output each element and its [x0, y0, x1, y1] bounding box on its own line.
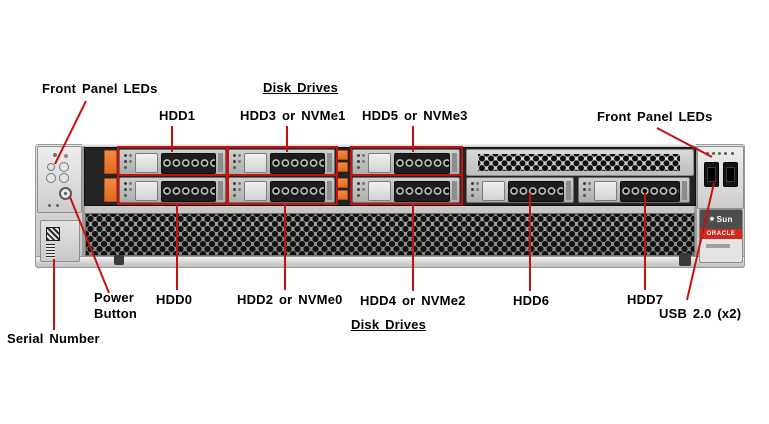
usb-port-icon: [723, 162, 738, 187]
oracle-logo-text: ORACLE: [706, 231, 736, 237]
drive-status-leds: [355, 180, 366, 200]
power-button-icon: [59, 187, 72, 200]
sun-logo: Sun: [700, 210, 742, 229]
highlight-divider: [229, 174, 336, 176]
oracle-logo: ORACLE: [700, 229, 742, 239]
drive-latch-button: [594, 181, 617, 201]
drive-handle-grille: [508, 181, 564, 202]
drive-handle-grille: [270, 153, 325, 174]
ventilation-grille: [85, 213, 695, 256]
orange-slot-label: [104, 150, 117, 174]
drive-handle-grille: [161, 181, 216, 202]
label-front-panel-leds-left: Front Panel LEDs: [42, 81, 158, 96]
drive-latch-button: [482, 181, 505, 201]
label-power-line2: Button: [94, 306, 138, 321]
orange-slot-label: [104, 178, 117, 202]
drive-bay-hdd7: [578, 177, 690, 203]
drive-label-strip: [218, 153, 223, 172]
label-hdd0: HDD0: [156, 292, 193, 307]
drive-filler-panel: [466, 149, 694, 176]
label-hdd1: HDD1: [159, 108, 196, 123]
highlight-box-bays-0-1: [117, 146, 228, 205]
drive-status-leds: [581, 180, 592, 200]
locator-led-icon: [48, 204, 51, 207]
drive-label-strip: [566, 181, 571, 200]
highlight-box-bays-2-3: [227, 146, 338, 205]
drive-bay-hdd0: [119, 177, 226, 203]
brand-badge: Sun ORACLE: [699, 209, 743, 263]
right-rack-ear: [697, 146, 744, 209]
label-front-panel-leds-right: Front Panel LEDs: [597, 109, 713, 124]
drive-latch-button: [368, 181, 391, 201]
usb-port-icon: [704, 162, 719, 187]
orange-slot-label: [337, 178, 348, 188]
label-usb: USB 2.0 (x2): [659, 306, 742, 321]
drive-label-strip: [327, 181, 332, 200]
label-hdd7: HDD7: [627, 292, 664, 307]
label-disk-drives-bottom: Disk Drives: [351, 317, 427, 332]
drive-handle-grille: [161, 153, 216, 174]
label-hdd2: HDD2 or NVMe0: [237, 292, 343, 307]
label-power-button: Power Button: [94, 290, 137, 322]
drive-handle-grille: [270, 181, 325, 202]
highlight-divider: [119, 174, 226, 176]
drive-bay-hdd5-nvme3: [352, 149, 460, 175]
bezel-latch-left: [114, 255, 124, 265]
drive-status-leds: [122, 180, 133, 200]
drive-status-leds: [355, 152, 366, 172]
drive-handle-grille: [394, 181, 450, 202]
filler-vent-holes: [478, 154, 680, 171]
drive-status-leds: [231, 152, 242, 172]
label-power-line1: Power: [94, 290, 135, 305]
qr-code-icon: [46, 227, 60, 241]
drive-latch-button: [135, 153, 158, 173]
chassis-bottom-rail: [35, 256, 745, 268]
drive-bay-hdd4-nvme2: [352, 177, 460, 203]
drive-latch-button: [135, 181, 158, 201]
drive-status-leds: [231, 180, 242, 200]
orange-slot-label: [337, 190, 348, 200]
drive-label-strip: [452, 181, 457, 200]
front-panel-leds-icon: [706, 152, 740, 157]
drive-label-strip: [218, 181, 223, 200]
label-hdd5: HDD5 or NVMe3: [362, 108, 468, 123]
barcode-icon: [46, 244, 55, 258]
highlight-divider: [352, 174, 461, 176]
drive-label-strip: [682, 181, 687, 200]
highlight-box-bays-4-5: [350, 146, 463, 205]
orange-slot-label: [337, 162, 348, 172]
left-rack-ear: [37, 146, 82, 213]
bezel-latch-right: [679, 253, 691, 266]
drive-latch-button: [244, 181, 267, 201]
drive-handle-grille: [394, 153, 450, 174]
label-hdd3: HDD3 or NVMe1: [240, 108, 346, 123]
drive-status-leds: [122, 152, 133, 172]
serial-number-tab: [40, 220, 80, 262]
drive-latch-button: [244, 153, 267, 173]
label-disk-drives-top: Disk Drives: [263, 80, 339, 95]
model-label: [706, 244, 730, 248]
drive-handle-grille: [620, 181, 680, 202]
label-serial-number: Serial Number: [7, 331, 100, 346]
label-hdd6: HDD6: [513, 293, 550, 308]
drive-latch-button: [368, 153, 391, 173]
drive-label-strip: [327, 153, 332, 172]
drive-bay-hdd2-nvme0: [228, 177, 335, 203]
sun-logo-text: Sun: [716, 215, 733, 224]
drive-bay-hdd1: [119, 149, 226, 175]
drive-bay-hdd3-nvme1: [228, 149, 335, 175]
front-panel-leds-icon: [46, 153, 74, 187]
drive-bay-hdd6: [466, 177, 574, 203]
orange-slot-label: [337, 150, 348, 160]
label-hdd4: HDD4 or NVMe2: [360, 293, 466, 308]
drive-label-strip: [452, 153, 457, 172]
drive-status-leds: [469, 180, 480, 200]
